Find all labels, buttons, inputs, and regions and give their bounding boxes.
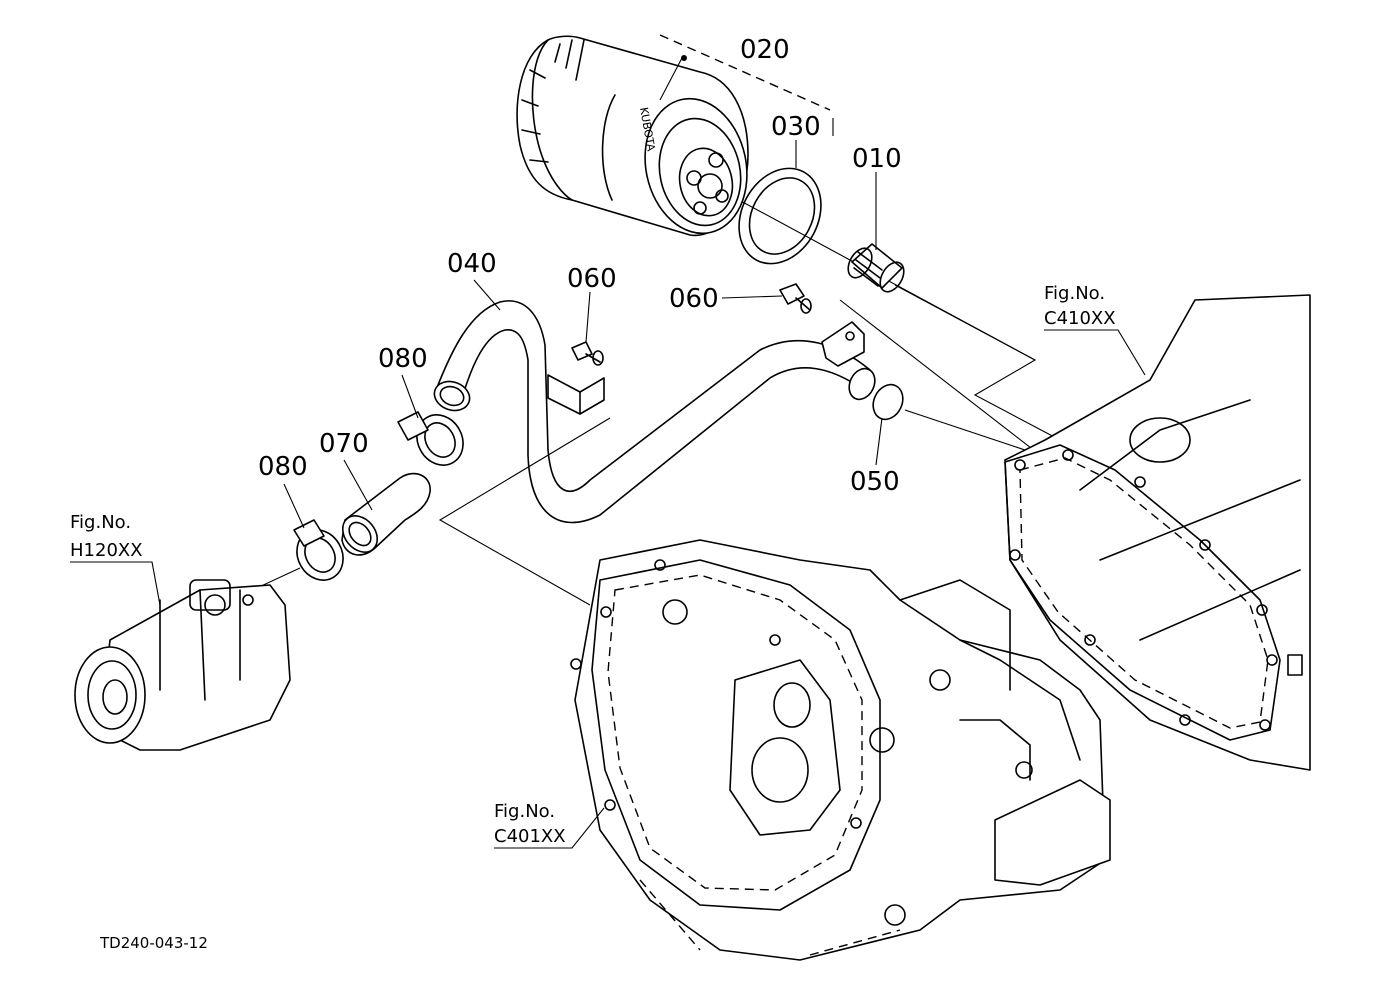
label-050[interactable]: 050 bbox=[850, 467, 900, 497]
bolt-060-right bbox=[779, 283, 812, 314]
figref-c401xx[interactable]: Fig.No. C401XX bbox=[494, 801, 605, 849]
label-leaders bbox=[283, 55, 883, 529]
label-040[interactable]: 040 bbox=[447, 249, 497, 279]
figref-c401-title: Fig.No. bbox=[494, 801, 555, 822]
nipple-010 bbox=[847, 243, 905, 293]
figref-c401-code[interactable]: C401XX bbox=[494, 826, 566, 847]
label-060-left[interactable]: 060 bbox=[567, 264, 617, 294]
label-030[interactable]: 030 bbox=[771, 112, 821, 142]
label-010[interactable]: 010 bbox=[852, 144, 902, 174]
figref-c410-code[interactable]: C410XX bbox=[1044, 308, 1116, 329]
hose-070 bbox=[341, 472, 431, 556]
part-labels: 020 030 010 040 060 060 080 070 080 050 bbox=[258, 35, 902, 497]
figref-c410-title: Fig.No. bbox=[1044, 283, 1105, 304]
label-070[interactable]: 070 bbox=[319, 429, 369, 459]
label-060-right[interactable]: 060 bbox=[669, 284, 719, 314]
label-080-upper[interactable]: 080 bbox=[378, 344, 428, 374]
pipe-bracket bbox=[547, 374, 605, 415]
bolt-060-left bbox=[571, 341, 604, 366]
o-ring-050 bbox=[872, 383, 904, 421]
oil-filter-020: KUBOTA bbox=[516, 35, 749, 237]
label-020[interactable]: 020 bbox=[740, 35, 790, 65]
figref-h120-title: Fig.No. bbox=[70, 512, 131, 533]
pipe-040 bbox=[433, 300, 876, 524]
flywheel-housing bbox=[570, 539, 1111, 961]
figref-c410xx[interactable]: Fig.No. C410XX bbox=[1044, 283, 1146, 376]
figref-h120xx[interactable]: Fig.No. H120XX bbox=[70, 512, 161, 606]
figref-h120-code[interactable]: H120XX bbox=[70, 540, 143, 561]
clamp-080-upper bbox=[397, 411, 464, 466]
transmission-case bbox=[1004, 294, 1311, 771]
clamp-080-lower bbox=[293, 519, 344, 581]
hydraulic-pump bbox=[74, 579, 291, 751]
label-080-lower[interactable]: 080 bbox=[258, 452, 308, 482]
drawing-code: TD240-043-12 bbox=[99, 934, 208, 952]
gasket-030 bbox=[738, 167, 822, 265]
